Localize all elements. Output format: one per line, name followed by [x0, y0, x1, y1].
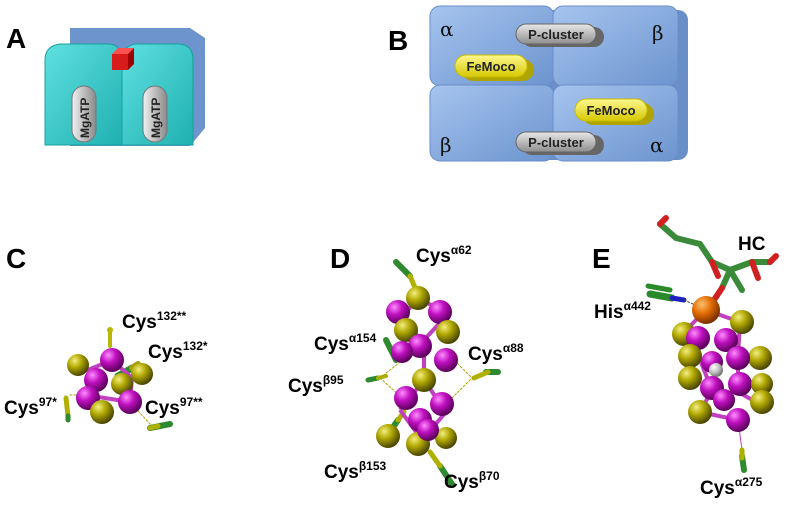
sulfur-atom [750, 390, 774, 414]
sulfur-atom [678, 366, 702, 390]
mgatp-left-label: MgATP [78, 98, 92, 138]
alpha-label-top: α [440, 17, 454, 41]
sulfur-atom [435, 427, 457, 449]
sulfur-atom [412, 368, 436, 392]
label-cys-97-d: Cys97* [4, 395, 57, 419]
femoco-pill-left: FeMoco [454, 54, 534, 81]
iron-atom [430, 392, 454, 416]
label-cys-b70: Cysβ70 [444, 469, 500, 493]
sulfur-atom [111, 373, 133, 395]
femoco-cluster [672, 296, 774, 432]
label-cys-b95: Cysβ95 [288, 373, 344, 397]
iron-atom [434, 348, 458, 372]
panel-a-label: A [6, 23, 26, 54]
p-cluster-bottom-label: P-cluster [528, 135, 584, 150]
iron-atom [394, 386, 418, 410]
iron-atom [408, 334, 432, 358]
homocitrate-molecule [657, 215, 779, 303]
sulfur-atom [90, 400, 114, 424]
iron-atom [118, 390, 142, 414]
sulfur-atom [394, 318, 418, 342]
panel-d-label: D [330, 243, 350, 274]
sulfur-atom [688, 400, 712, 424]
fe4s4-cluster [67, 348, 153, 424]
iron-atom [417, 419, 439, 441]
mgatp-pill-right: MgATP [142, 85, 168, 143]
label-his-a442: Hisα442 [594, 299, 651, 323]
panel-a: A MgATP MgATP [6, 23, 205, 146]
label-cys-132-dd: Cys132** [122, 309, 187, 333]
label-cys-a62: Cysα62 [416, 243, 472, 267]
p-cluster-pill-top: P-cluster [515, 23, 604, 47]
p-cluster [376, 286, 460, 456]
femoco-left-label: FeMoco [466, 59, 515, 74]
femoco-right-label: FeMoco [586, 103, 635, 118]
panel-c: C [4, 243, 208, 431]
label-cys-132-d: Cys132* [148, 339, 208, 363]
iron-atom [713, 389, 735, 411]
p-cluster-pill-bottom: P-cluster [515, 131, 604, 155]
fe4s4-cube-icon [112, 48, 134, 70]
sulfur-atom [436, 320, 460, 344]
iron-atom [428, 300, 452, 324]
iron-atom [386, 300, 410, 324]
sulfur-atom [748, 346, 772, 370]
iron-atom [391, 341, 413, 363]
p-cluster-top-label: P-cluster [528, 27, 584, 42]
sulfur-atom [678, 344, 702, 368]
label-cys-b153: Cysβ153 [324, 459, 387, 483]
sulfur-atom [376, 424, 400, 448]
sulfur-atom [406, 286, 430, 310]
sulfur-atom [751, 373, 773, 395]
iron-atom [100, 348, 124, 372]
panel-d: D [288, 243, 524, 493]
label-cys-a275: Cysα275 [700, 475, 763, 499]
panel-b: B α β β α P-cluster P-cluster FeMoco [388, 5, 688, 162]
label-cys-97-dd: Cys97** [145, 395, 203, 419]
panel-e-label: E [592, 243, 611, 274]
mgatp-pill-left: MgATP [71, 85, 97, 143]
sulfur-atom [730, 310, 754, 334]
panel-c-label: C [6, 243, 26, 274]
sulfur-atom [131, 363, 153, 385]
panel-e: E [592, 215, 779, 499]
central-carbon-atom [709, 363, 723, 377]
label-cys-a154: Cysα154 [314, 331, 377, 355]
iron-atom [728, 372, 752, 396]
beta-label-top: β [652, 21, 664, 45]
alpha-label-bottom: α [650, 133, 664, 157]
beta-label-bottom: β [440, 133, 452, 157]
iron-atom [686, 326, 710, 350]
iron-atom [714, 328, 738, 352]
sulfur-atom [67, 354, 89, 376]
label-cys-a88: Cysα88 [468, 341, 524, 365]
panel-b-label: B [388, 25, 408, 56]
iron-atom [726, 408, 750, 432]
iron-atom [726, 346, 750, 370]
label-hc: HC [738, 234, 766, 255]
femoco-pill-right: FeMoco [574, 98, 654, 125]
mgatp-right-label: MgATP [149, 98, 163, 138]
molybdenum-atom [692, 296, 720, 324]
iron-atom [84, 368, 108, 392]
